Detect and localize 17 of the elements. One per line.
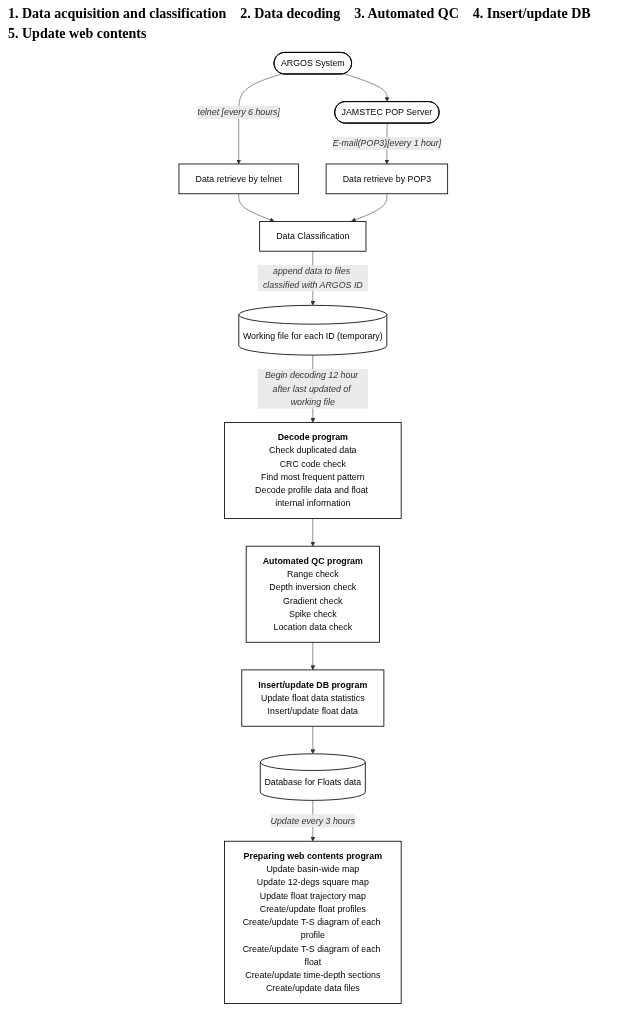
node-box: Data retrieve by telnet (178, 163, 300, 195)
edge-label: Update every 3 hours (270, 815, 356, 826)
edge-label: E-mail(POP3)[every 1 hour] (332, 138, 442, 148)
edge-label: Begin decoding 12 hour after last updated of working file (265, 370, 359, 407)
node-box: Data Classification (259, 221, 367, 252)
node-box: Decode program Check duplicated data CRC code check Find most frequent pattern Decode profile data and float internal information (224, 422, 402, 519)
edge-label: telnet [every 6 hours] (197, 107, 281, 117)
node-box: Data retrieve by POP3 (325, 163, 449, 195)
section-heading: 1. Data acquisition and classification (8, 6, 227, 22)
section-heading: 4. Insert/update DB (472, 6, 591, 22)
node-box: Automated QC program Range check Depth inversion check Gradient check Spike check Location data check (245, 545, 381, 643)
node-box: Insert/update DB program Update float data statistics Insert/update float data (241, 669, 385, 727)
node-box: Preparing web contents program Update basin-wide map Update 12-degs square map Update float trajectory map Create/update float profiles Create/update T-S diagram of each profile Create/update T-S diagram of each float Create/update time-depth sections Create/update data files (224, 840, 402, 1004)
section-heading: 3. Automated QC (354, 6, 459, 22)
edge-label: append data to files classified with ARGOS ID (263, 266, 363, 290)
section-heading: 2. Data decoding (240, 6, 341, 22)
section-heading: 5. Update web contents (8, 26, 147, 42)
